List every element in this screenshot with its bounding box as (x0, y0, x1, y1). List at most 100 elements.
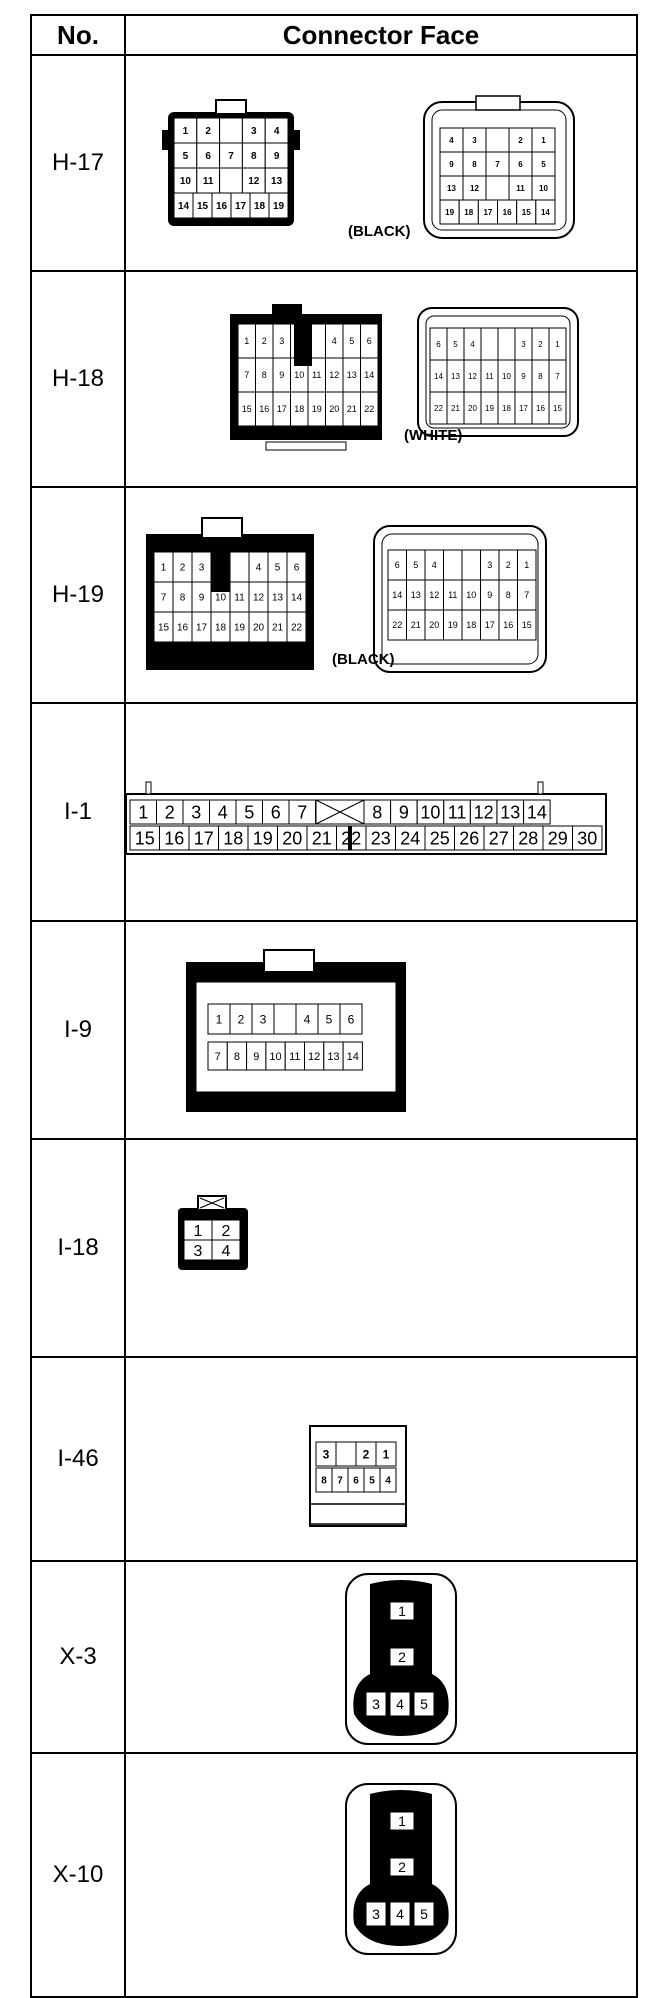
pin-label: 8 (472, 160, 477, 169)
pin-cell (517, 609, 537, 641)
pin-cell (480, 327, 499, 361)
pin-label: 12 (468, 372, 477, 381)
pin-label: 11 (203, 176, 214, 187)
pin-label: 11 (516, 184, 525, 193)
pin-label: 19 (485, 404, 494, 413)
pin-label: 24 (400, 828, 420, 848)
pin-label: 14 (347, 1051, 359, 1063)
pin-label: 6 (436, 340, 441, 349)
pin-label: 3 (199, 563, 205, 574)
pin-label: 6 (348, 1012, 355, 1026)
pin-label: 28 (518, 828, 538, 848)
pin-label: 6 (395, 560, 400, 570)
pin-label: 20 (429, 620, 439, 630)
pin-label: 4 (396, 1906, 404, 1922)
pin-cell (363, 799, 391, 825)
pin-label: 19 (448, 620, 458, 630)
pin-cell (379, 1467, 397, 1493)
pin-label: 6 (271, 802, 281, 822)
pin-label: 4 (432, 560, 437, 570)
pin-label: 12 (308, 1051, 320, 1063)
pin-label: 21 (312, 828, 332, 848)
pin-label: 13 (500, 802, 520, 822)
pin-label: 23 (371, 828, 391, 848)
pin-label: 4 (256, 563, 262, 574)
pin-label: 6 (205, 151, 211, 162)
pin-label: 17 (485, 620, 495, 630)
pin-cell (339, 1003, 363, 1035)
header-no: No. (30, 14, 126, 56)
pin-label: 2 (518, 136, 523, 145)
pin-cell (219, 117, 243, 144)
pin-label: 1 (138, 802, 148, 822)
pin-label: 13 (447, 184, 456, 193)
pin-cell (542, 825, 573, 851)
pin-label: 3 (323, 1447, 330, 1461)
pin-label: 14 (291, 593, 303, 604)
pin-label: 12 (474, 802, 494, 822)
pin-label: 22 (392, 620, 402, 630)
pin-label: 3 (472, 136, 477, 145)
pin-label: 20 (468, 404, 477, 413)
pin-label: 20 (253, 623, 265, 634)
pin-label: 2 (238, 1012, 245, 1026)
pin-label: 1 (194, 1223, 203, 1240)
pin-label: 25 (430, 828, 450, 848)
pin-label: 10 (420, 802, 440, 822)
pin-label: 18 (223, 828, 243, 848)
pin-label: 11 (234, 593, 245, 604)
connector-shape (201, 517, 243, 539)
connector-shape (215, 99, 247, 115)
pin-label: 1 (244, 336, 249, 346)
pin-label: 11 (289, 1051, 300, 1063)
connector-number: I-1 (30, 702, 126, 922)
connector-number: H-19 (30, 486, 126, 704)
pin-label: 14 (392, 590, 402, 600)
pin-label: 9 (521, 372, 526, 381)
pin-label: 9 (449, 160, 454, 169)
pin-label: 9 (274, 151, 280, 162)
pin-label: 9 (199, 593, 205, 604)
pin-cell (365, 825, 396, 851)
connector-number: I-18 (30, 1138, 126, 1358)
pin-label: 4 (222, 1243, 231, 1260)
pin-label: 2 (205, 126, 211, 137)
pin-cell (496, 799, 524, 825)
connector-diagram-i1: 1234567891011121314151617181920212223242… (126, 781, 607, 855)
pin-label: 12 (429, 590, 439, 600)
pin-label: 13 (451, 372, 460, 381)
pin-cell (360, 391, 379, 427)
connector-number: H-17 (30, 54, 126, 272)
pin-cell (413, 1691, 435, 1717)
connector-shape (162, 130, 170, 150)
pin-label: 18 (254, 201, 266, 212)
pin-label: 9 (399, 802, 409, 822)
connector-shape (294, 324, 312, 366)
pin-cell (469, 799, 498, 825)
pin-label: 2 (180, 563, 186, 574)
pin-label: 18 (215, 623, 227, 634)
pin-label: 21 (272, 623, 284, 634)
pin-label: 2 (262, 336, 267, 346)
connector-number: I-9 (30, 920, 126, 1140)
pin-label: 11 (312, 370, 321, 380)
pin-label: 7 (337, 1476, 343, 1487)
pin-label: 2 (222, 1223, 231, 1240)
pin-label: 1 (183, 126, 189, 137)
connector-shape (195, 981, 397, 1093)
pin-cell (461, 549, 481, 581)
pin-cell (277, 825, 308, 851)
